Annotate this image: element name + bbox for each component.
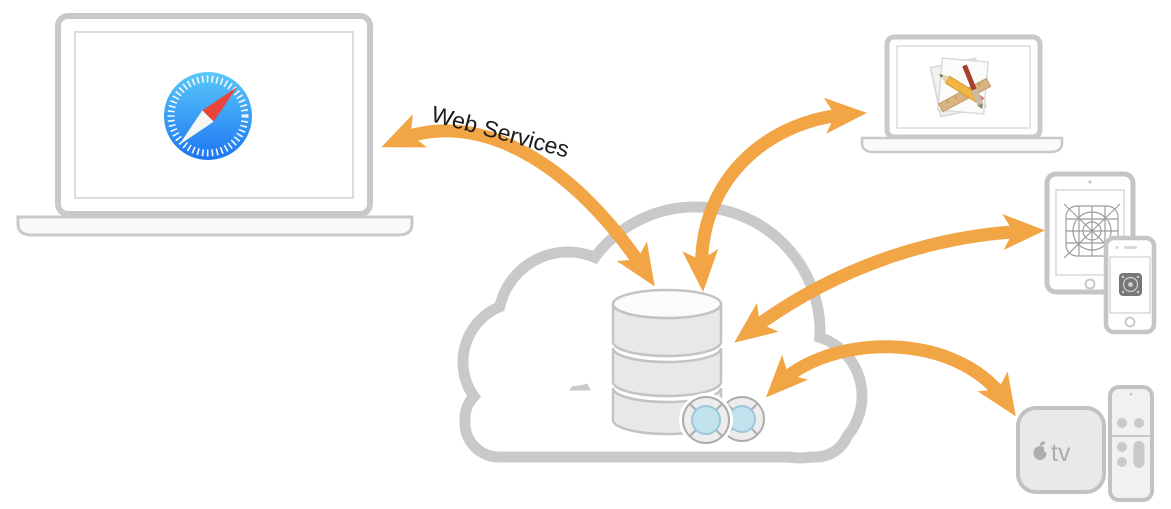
- cloud-container: [457, 201, 868, 464]
- app-blueprint-grid-icon-small: [1119, 273, 1142, 296]
- database-top: [611, 288, 723, 320]
- speaker-slit-icon: [1124, 246, 1137, 249]
- home-button: [1084, 278, 1096, 290]
- database-icon: [611, 288, 723, 436]
- compass-needle-red: [202, 87, 237, 122]
- arrows: [381, 97, 1045, 417]
- app-blueprint-grid-icon: [1063, 203, 1121, 259]
- apple-tv-box: [1016, 406, 1106, 494]
- web-browser-laptop: [16, 13, 414, 237]
- apple-tv: tv: [1016, 385, 1154, 502]
- xcode-sync-arrow: [682, 97, 867, 292]
- laptop-base: [860, 136, 1064, 154]
- developer-laptop: [860, 34, 1064, 154]
- database-segment: [611, 347, 723, 398]
- xcode-icon: [929, 57, 992, 118]
- siri-remote: [1108, 385, 1154, 502]
- remote-body: [1108, 385, 1154, 502]
- laptop-base: [16, 215, 414, 237]
- camera-dot-icon: [1088, 180, 1092, 184]
- compass-ticks: [167, 75, 249, 157]
- iphone: [1103, 235, 1157, 335]
- ipad-sync-arrow: [734, 214, 1045, 343]
- web-services-label: Web Services: [429, 101, 572, 163]
- appletv-sync-arrow: [765, 340, 1016, 417]
- web-services-arrow: [381, 114, 655, 287]
- mic-dot-icon: [1129, 392, 1133, 396]
- camera-dot-icon: [1115, 246, 1119, 249]
- remote-buttons: [1117, 418, 1145, 468]
- safari-compass-icon: [164, 72, 252, 160]
- apple-logo: [1033, 441, 1052, 460]
- apple-tv-label: tv: [1051, 439, 1071, 467]
- compass-needle-white: [179, 110, 214, 145]
- home-button: [1124, 316, 1136, 328]
- record-token-icon-front: [682, 396, 730, 444]
